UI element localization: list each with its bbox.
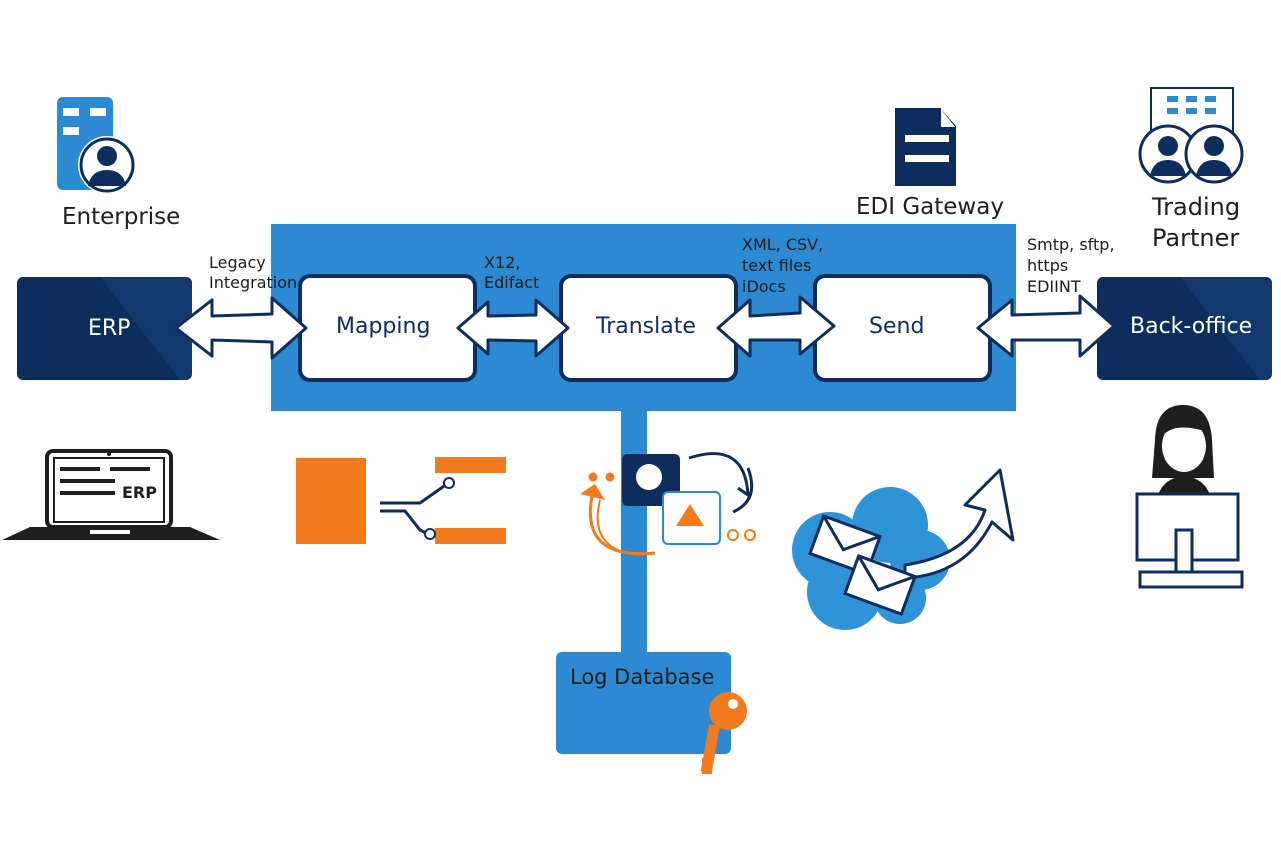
key-icon — [700, 692, 747, 774]
laptop-screen-erp-text: ERP — [122, 483, 157, 502]
edge-xml-line1: XML, CSV, — [742, 235, 824, 254]
send-node-label: Send — [869, 314, 925, 339]
edi-document-icon — [895, 108, 956, 186]
log-database-box — [556, 652, 731, 754]
enterprise-label: Enterprise — [62, 204, 181, 230]
erp-node-label: ERP — [88, 316, 131, 341]
edge-xml-line2: text files — [742, 256, 812, 275]
erp-node — [17, 277, 192, 380]
edge-smtp-line3: EDIINT — [1027, 277, 1081, 296]
arrow-erp-mapping — [174, 296, 308, 360]
back-office-node-label: Back-office — [1130, 314, 1253, 339]
enterprise-building-icon — [57, 97, 136, 194]
log-database-label: Log Database — [570, 665, 715, 689]
edi-gateway-label: EDI Gateway — [856, 194, 1004, 220]
edge-xml-line3: iDocs — [742, 277, 786, 296]
edge-x12-line2: Edifact — [484, 273, 540, 292]
arrow-translate-send — [716, 295, 836, 358]
edge-x12-line1: X12, — [484, 253, 521, 272]
edge-legacy-line2: Integration — [209, 273, 298, 292]
log-connector — [621, 410, 647, 665]
back-office-user-icon — [1135, 405, 1244, 589]
edge-smtp-line1: Smtp, sftp, — [1027, 235, 1115, 254]
back-office-node — [1097, 277, 1272, 380]
arrow-mapping-translate — [456, 298, 570, 358]
edge-smtp-line2: https — [1027, 256, 1069, 275]
laptop-erp-icon — [2, 449, 220, 540]
send-cloud-envelopes-icon — [792, 468, 1015, 630]
trading-partner-building-icon — [1138, 87, 1244, 184]
mapping-node-label: Mapping — [336, 314, 431, 339]
trading-partner-label-line1: Trading — [1152, 193, 1241, 221]
trading-partner-label-line2: Partner — [1152, 224, 1240, 252]
translate-node-label: Translate — [596, 314, 696, 339]
translate-icon — [580, 452, 756, 556]
arrow-send-backoffice — [976, 294, 1116, 358]
edge-legacy-line1: Legacy — [209, 253, 266, 272]
mapping-icon — [296, 457, 506, 544]
